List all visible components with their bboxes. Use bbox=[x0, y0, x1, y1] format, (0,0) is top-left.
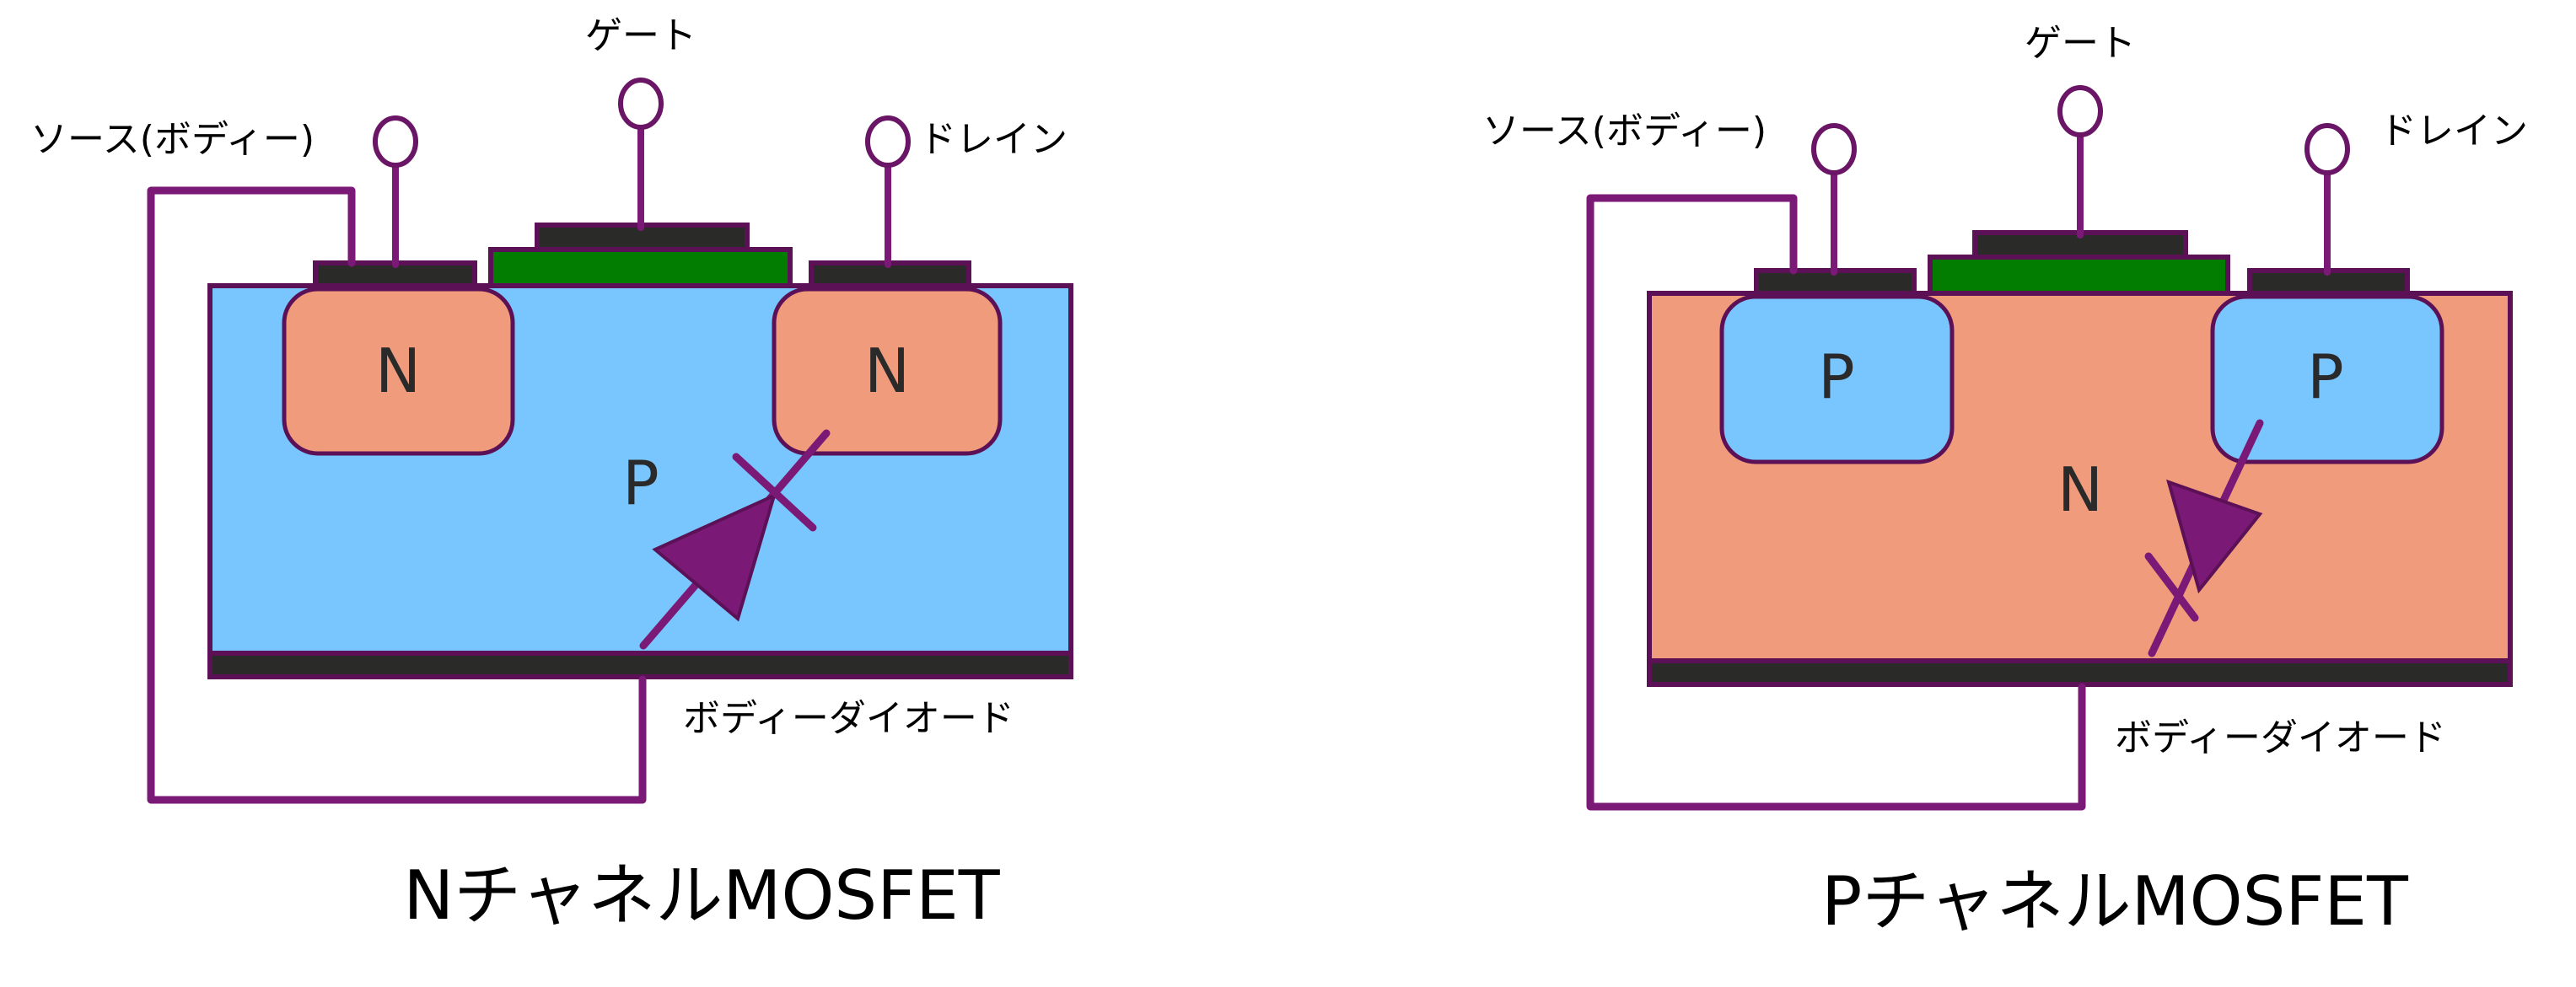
source-p-well bbox=[1719, 294, 1955, 464]
drain-well-label: P bbox=[2307, 341, 2343, 412]
n-channel-mosfet: N N P ソース(ボディー) ゲート ドレイン ボディーダイオード Nチャネル… bbox=[30, 14, 1073, 935]
drain-terminal bbox=[865, 115, 911, 168]
drain-terminal bbox=[2304, 123, 2350, 175]
body-diode-label: ボディーダイオード bbox=[683, 697, 1014, 740]
source-terminal bbox=[1811, 123, 1857, 175]
gate-terminal bbox=[2057, 85, 2103, 137]
source-n-well bbox=[282, 287, 515, 456]
drain-p-well bbox=[2210, 294, 2444, 464]
n-channel-title: NチャネルMOSFET bbox=[403, 856, 1000, 935]
drain-label: ドレイン bbox=[919, 118, 1068, 161]
p-channel-title: PチャネルMOSFET bbox=[1821, 862, 2409, 941]
source-label: ソース(ボディー) bbox=[1482, 110, 1767, 153]
gate-label: ゲート bbox=[585, 14, 696, 57]
drain-label: ドレイン bbox=[2380, 110, 2528, 153]
gate-label: ゲート bbox=[2025, 22, 2136, 65]
drain-well-label: N bbox=[864, 335, 910, 406]
body-diode-label: ボディーダイオード bbox=[2115, 716, 2446, 759]
body-plate bbox=[1647, 658, 2513, 687]
diode-triangle bbox=[2166, 479, 2263, 594]
body-plate bbox=[207, 651, 1073, 679]
source-well-label: P bbox=[1818, 341, 1854, 412]
diode-cathode-bar bbox=[732, 453, 817, 532]
gate-oxide bbox=[488, 247, 793, 288]
source-label: ソース(ボディー) bbox=[30, 118, 315, 161]
source-terminal bbox=[373, 115, 418, 168]
p-channel-mosfet: P P N ソース(ボディー) ゲート ドレイン ボディーダイオード Pチャネル… bbox=[1482, 22, 2528, 941]
gate-terminal bbox=[618, 78, 664, 130]
body-source-wire bbox=[147, 186, 647, 804]
substrate-label: P bbox=[622, 448, 659, 518]
body-diode-symbol bbox=[2144, 419, 2264, 657]
substrate-label: N bbox=[2057, 454, 2103, 525]
diode-triangle bbox=[652, 492, 777, 622]
source-well-label: N bbox=[375, 335, 421, 406]
drain-n-well bbox=[772, 287, 1003, 456]
body-source-wire bbox=[1586, 194, 2086, 811]
gate-oxide bbox=[1928, 255, 2230, 296]
diode-cathode-bar bbox=[2144, 552, 2199, 622]
body-diode-symbol bbox=[639, 429, 831, 650]
